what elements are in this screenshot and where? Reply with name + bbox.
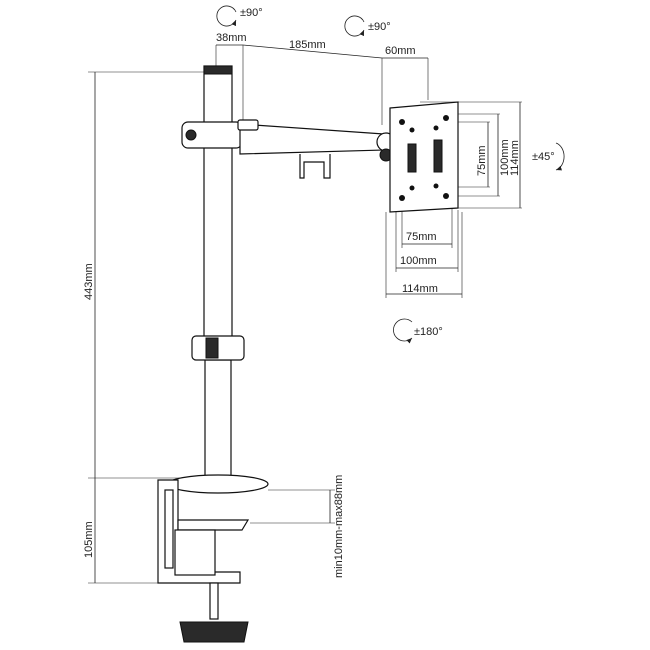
cable-clip [299, 154, 331, 179]
vesa-hole [433, 183, 439, 189]
vesa-hole [399, 119, 405, 125]
clamp-screw [209, 582, 219, 620]
collar-knob [205, 337, 219, 359]
clamp-height-label: 105mm [83, 521, 95, 558]
vesa-hole [443, 115, 449, 121]
arm-pivot-offset-label: 38mm [216, 32, 247, 44]
vesa-slot-right [433, 139, 443, 173]
rotate-arrow-icon [393, 318, 413, 344]
vesa-hole [409, 127, 415, 133]
desk-thickness-dimension: min10mm-max88mm [250, 475, 345, 578]
vesa-plate [389, 101, 459, 213]
arm-bar [239, 123, 385, 155]
pole-cap [203, 65, 233, 75]
arm-swivel-indicator: ±90° [216, 5, 263, 27]
head-swivel-label: ±90° [368, 21, 391, 33]
clamp-jaw [177, 519, 250, 531]
tilt-indicator: ±45° [532, 142, 565, 171]
rotate-arrow-icon [344, 15, 365, 37]
lower-pole [204, 359, 232, 483]
desk-thickness-label: min10mm-max88mm [333, 475, 345, 578]
arm [181, 119, 396, 179]
vesa-hole [409, 185, 415, 191]
vesa-hole [433, 125, 439, 131]
upper-pole [203, 65, 233, 339]
clamp-knob [179, 621, 249, 643]
arm-swivel-label: ±90° [240, 7, 263, 19]
arm-dimension-line: 38mm 185mm 60mm [215, 32, 429, 125]
vesa-h-100-label: 100mm [499, 139, 511, 176]
vesa-plate-body [389, 101, 459, 213]
vesa-hole [443, 193, 449, 199]
desk-clamp [157, 474, 269, 643]
tilt-label: ±45° [532, 151, 555, 163]
pivot-screw [185, 129, 197, 141]
vesa-h-75-label: 75mm [476, 145, 488, 176]
rotation-label: ±180° [414, 326, 443, 338]
rotation-indicator: ±180° [393, 318, 443, 344]
vesa-w-100-label: 100mm [400, 255, 437, 267]
vesa-h-114-label: 114mm [509, 140, 521, 176]
pole [191, 65, 245, 483]
vesa-w-75-label: 75mm [406, 231, 437, 243]
clamp-height-dimension: 105mm [83, 478, 160, 584]
base-plate [167, 474, 269, 494]
tilt-arrow-icon [555, 142, 565, 171]
clamp-spine [164, 489, 174, 569]
rotate-arrow-icon [216, 5, 237, 27]
vesa-hole [399, 195, 405, 201]
arm-length-label: 185mm [289, 39, 326, 51]
clamp-bracket [174, 529, 216, 576]
pole-height-label: 443mm [83, 263, 95, 300]
head-offset-label: 60mm [385, 45, 416, 57]
arm-joint [237, 119, 259, 131]
head-swivel-indicator: ±90° [344, 15, 391, 37]
vesa-width-dimensions: 75mm 100mm 114mm [385, 205, 463, 298]
vesa-slot-left [407, 143, 417, 173]
vesa-w-114-label: 114mm [402, 283, 438, 295]
